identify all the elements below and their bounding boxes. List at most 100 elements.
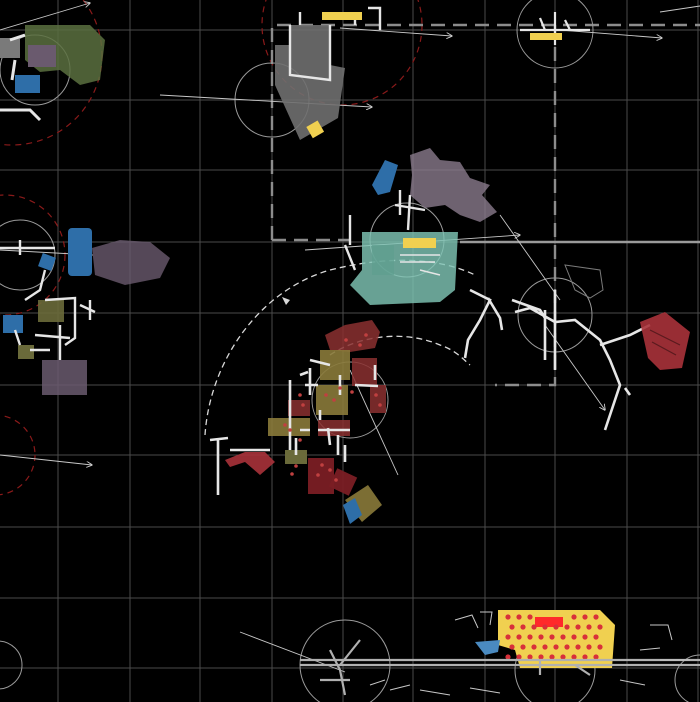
seat-dot [553, 624, 559, 630]
seat-dot [593, 634, 599, 640]
room-blue-entrance [475, 640, 500, 655]
corridor [0, 240, 96, 360]
seat-dot [582, 634, 588, 640]
seat-dot [527, 654, 533, 660]
dot [374, 393, 378, 397]
red-dashed-circle-left [0, 194, 66, 316]
room-blue [15, 75, 40, 93]
dot [320, 463, 324, 467]
room-olive-angled [345, 485, 382, 522]
dashed-boundary-right [495, 25, 557, 387]
dot [298, 393, 302, 397]
dot [364, 333, 368, 337]
room-blue [68, 228, 92, 276]
room-crimson [640, 312, 690, 370]
seat-dot [505, 614, 511, 620]
room-blue-small [38, 253, 56, 271]
arrow-icon [349, 369, 399, 476]
corridor [209, 358, 379, 495]
dashed-boundary-upper [270, 23, 700, 240]
seat-dot [542, 624, 548, 630]
corridor [463, 288, 651, 431]
dot [324, 393, 328, 397]
seat-dot [586, 644, 592, 650]
seat-dot [560, 654, 566, 660]
seat-dot [531, 624, 537, 630]
corridor [288, 6, 382, 82]
dot [294, 464, 298, 468]
cluster-left-middle [0, 228, 170, 395]
compass-circle-icon [516, 0, 594, 69]
seat-dot [560, 634, 566, 640]
room-dark-red [308, 458, 334, 494]
corridor [0, 33, 42, 122]
room-olive [320, 350, 350, 380]
dot [288, 428, 292, 432]
room-crimson-strip [225, 452, 275, 475]
seat-dots [505, 614, 603, 660]
seat-dot [542, 644, 548, 650]
room-blue-angled [343, 498, 362, 524]
dot [298, 438, 302, 442]
cluster-central-hall [343, 148, 497, 305]
room-yellow [403, 238, 436, 248]
compass-circle-icon [0, 640, 23, 690]
room-brown-red [318, 420, 350, 436]
room-yellow-hall [498, 610, 615, 668]
compass-circle-icon [674, 654, 700, 702]
seat-dot [597, 624, 603, 630]
room-grey-building [275, 25, 345, 140]
room-mauve [28, 45, 56, 67]
corridor [400, 254, 441, 276]
seat-dot [586, 624, 592, 630]
corridor [520, 12, 590, 45]
seat-dot [527, 614, 533, 620]
cluster-top-right [520, 12, 590, 45]
dot [378, 403, 382, 407]
seat-dot [509, 644, 515, 650]
room-olive-green [25, 25, 105, 85]
dot [332, 398, 336, 402]
red-dashed-circles [0, 0, 423, 496]
room-olive [316, 385, 348, 415]
seat-dot [531, 644, 537, 650]
dot-cluster [283, 333, 382, 482]
room-blue-wedge [372, 160, 398, 195]
room-yellow [530, 33, 562, 40]
seat-dot [505, 634, 511, 640]
room-grey-outline [564, 264, 604, 299]
seat-dot [538, 634, 544, 640]
corridor [343, 190, 426, 271]
cluster-central-lower [209, 320, 386, 524]
cluster-right [463, 264, 690, 431]
dot [344, 338, 348, 342]
room-mauve [42, 360, 87, 395]
room-yellow-marker [306, 120, 325, 139]
room-mauve-blob [92, 240, 170, 285]
room-red [535, 617, 563, 627]
room-olive [285, 450, 307, 464]
arrow-icon [0, 3, 90, 31]
seat-dot [571, 614, 577, 620]
seat-dot [538, 654, 544, 660]
cluster-top-center [275, 6, 382, 140]
dot [328, 468, 332, 472]
seat-dot [582, 654, 588, 660]
dashed-boundaries [270, 23, 700, 387]
seat-dot [575, 624, 581, 630]
dot [338, 386, 342, 390]
arc-arrow-icon [282, 297, 290, 305]
seat-dot [593, 614, 599, 620]
seat-dot [564, 644, 570, 650]
room-olive-small [18, 345, 34, 359]
room-teal-inner [372, 245, 394, 275]
cluster-top-left [0, 25, 105, 122]
room-brown-red [370, 385, 386, 413]
arrow-icon [499, 214, 561, 301]
dot [358, 343, 362, 347]
cluster-bottom-right [300, 610, 700, 696]
corridor [649, 329, 681, 356]
room-brown-red [325, 320, 380, 352]
seat-dot [593, 654, 599, 660]
